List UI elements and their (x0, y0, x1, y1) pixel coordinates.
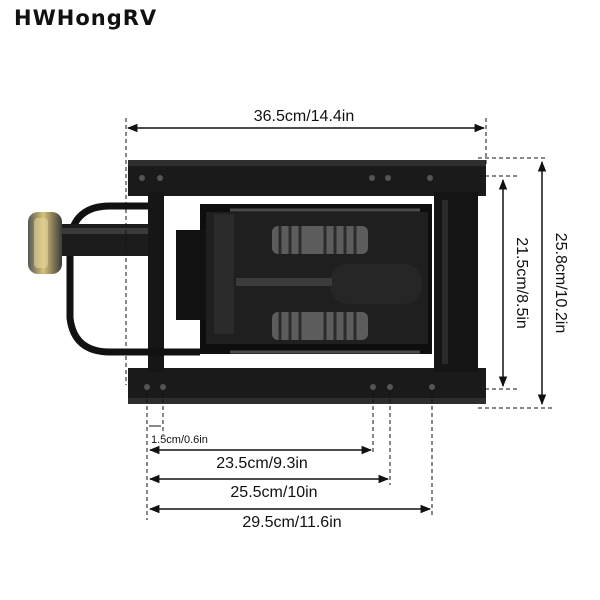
hole-offset-label: 1.5cm/0.6in (151, 434, 208, 446)
hole-span-1-label: 23.5cm/9.3in (216, 455, 308, 472)
hole-span-2-label: 25.5cm/10in (230, 484, 317, 501)
outer-depth-label: 25.8cm/10.2in (552, 233, 569, 334)
top-width-label: 36.5cm/14.4in (254, 108, 355, 125)
lower-spring (272, 312, 368, 340)
inner-depth-label: 21.5cm/8.5in (513, 237, 530, 329)
upper-spring (272, 226, 368, 254)
guide-lines (125, 118, 552, 520)
shock-absorber (330, 264, 422, 304)
brand-logo: HWHongRV (14, 6, 158, 30)
seat-slide-image (28, 160, 486, 404)
hole-span-3-label: 29.5cm/11.6in (242, 514, 341, 531)
handle-loop (66, 202, 200, 356)
